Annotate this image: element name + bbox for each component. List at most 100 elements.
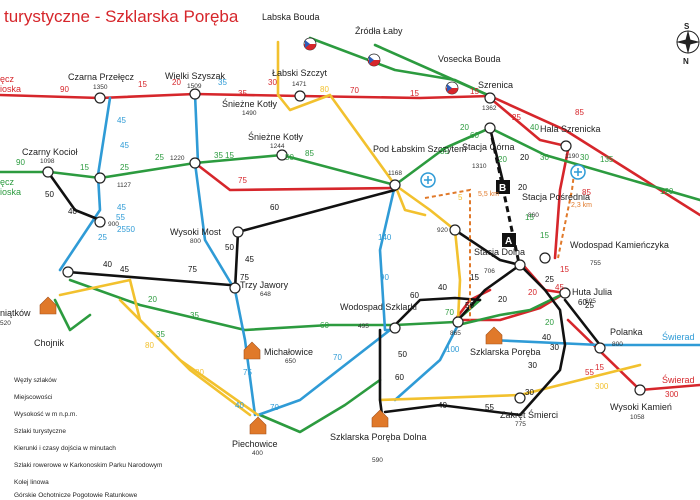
node-jakuszyce [62,266,74,278]
trail-time-label: 15 [80,163,89,172]
trail-black-8 [563,298,602,347]
flag-icon [303,37,317,51]
trail-time-label: 50 [285,153,294,162]
label-jakuszyce: niątków [0,308,31,318]
trail-time-label: 45 [117,116,126,125]
trail-time-label: 5 [458,193,463,202]
trail-time-label: 40 [438,283,447,292]
trail-time-label: 15 [225,151,234,160]
lift-marker-a [502,233,516,247]
trail-black-4 [233,230,240,292]
alt-piechowice: 400 [252,450,263,457]
trail-time-label: 25 [545,275,554,284]
label-zrodla-laby: Źródła Łaby [355,26,403,36]
label-stacja-dolna: Stacja Dolna [474,247,525,257]
node-900 [94,216,106,228]
trail-black-7 [383,263,567,417]
legend-item: Węzły szlaków [14,377,57,384]
label-piechowice: Piechowice [232,439,278,449]
fragment-label: ioska [0,84,21,94]
alt-wielki-szyszak: 1509 [187,83,202,90]
alt-labski-szczyt: 1471 [292,81,307,88]
node-wodospad-szklarki [389,322,401,334]
trail-time-label: 60 [395,373,404,382]
label-polanka: Polanka [610,327,643,337]
town-icon [485,326,503,345]
trail-time-label: 55 [585,368,594,377]
label-wysoki-most: Wysoki Most [170,227,221,237]
alt-snieznie-kotly: 1490 [242,110,257,117]
alt-polanka: 800 [612,341,623,348]
trail-black-3 [236,188,397,234]
alt-szrenica: 1362 [482,105,497,112]
trail-time-label: 25 [98,233,107,242]
trail-time-label: 35 [238,89,247,98]
alt-stacja-dolna: 706 [484,268,495,275]
alt-900: 900 [108,221,119,228]
trail-time-label: 60 [470,131,479,140]
legend-item: Górskie Ochotnicze Pogotowie Ratunkowe [14,492,138,499]
trail-yellow-4 [378,363,642,402]
trail-time-label: 75 [243,368,252,377]
alt-865: 865 [450,330,461,337]
nodes-layer [42,88,646,404]
alt-czarna-przelecz: 1350 [93,84,108,91]
label-szklarska-poreba: Szklarska Poręba [470,347,541,357]
label-chojnik: Chojnik [34,338,65,348]
trail-time-label: 20 [545,318,554,327]
alt-huta-julia: 695 [585,298,596,305]
flag-icon [445,81,459,95]
label-zakret-smierci: Zakręt Śmierci [500,409,558,420]
trail-time-label: 50 [398,350,407,359]
trail-time-label: 60 [410,291,419,300]
trail-time-label: 50 [225,243,234,252]
node-wodospad-kamienczyka [539,252,551,264]
trail-time-label: 55 [116,213,125,222]
trail-time-label: 30 [525,388,534,397]
fragment-label: ęcz [0,74,15,84]
trail-time-label: 25 [155,153,164,162]
alt-wodospad-szklarki: 495 [358,323,369,330]
distance-label-1: 5,5 km [478,191,499,198]
trail-time-label: 85 [582,188,591,197]
node-stacja-gorna [484,122,496,134]
trail-time-label: 75 [240,273,249,282]
trail-time-label: 80 [320,85,329,94]
trail-time-label: 40 [530,123,539,132]
trail-time-label: 20 [520,153,529,162]
trail-time-label: 30 [528,361,537,370]
alt-snieznie-kotly-2: 1244 [270,143,285,150]
trail-time-label: 30 [540,153,549,162]
alt-jakuszyce: 520 [0,320,11,327]
trail-time-label: 20 [498,155,507,164]
label-czarna-przelecz: Czarna Przełęcz [68,72,135,82]
trail-time-label: 135 [600,155,614,164]
trail-green-6 [258,378,382,434]
trail-green-7 [53,298,92,332]
fragment-label: Świerad [662,331,695,342]
trail-time-label: 75 [238,176,247,185]
trail-time-label: 45 [245,255,254,264]
legend-item: Kolej linowa [14,479,49,486]
trail-time-label: 15 [470,87,479,96]
trail-time-label: 20 [460,123,469,132]
trail-time-label: 15 [410,89,419,98]
trail-time-label: 90 [380,273,389,282]
fragment-label: ioska [0,187,21,197]
trail-time-label: 75 [188,265,197,274]
town-icon [249,416,267,435]
trail-time-label: 70 [333,353,342,362]
node-trzy-jawory [229,282,241,294]
node-labels: Czarna Przełęcz 1350 Wielki Szyszak 1509… [0,12,672,464]
trail-green-1 [0,153,397,187]
label-stacja-gorna: Stacja Górna [462,142,515,152]
trail-time-label: 40 [235,401,244,410]
trail-time-label: 50 [45,190,54,199]
alt-michalowice: 650 [285,358,296,365]
node-1127 [94,172,106,184]
alt-szklarska-poreba-dolna: 590 [372,457,383,464]
legend-item: Kierunki i czasy dojścia w minutach [14,445,116,452]
trail-time-label: 25 [585,301,594,310]
